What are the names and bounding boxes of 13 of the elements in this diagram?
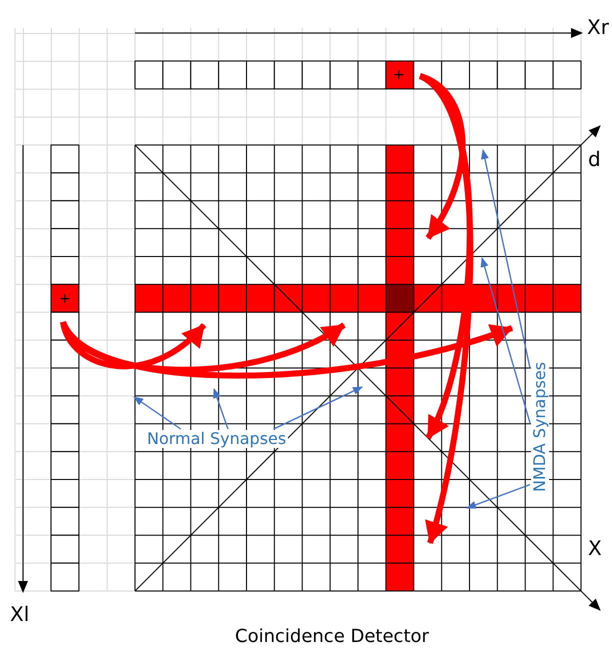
caption: Coincidence Detector [235, 628, 429, 646]
leader-line [273, 386, 363, 430]
leader-line [133, 396, 182, 430]
plus-sign: + [393, 68, 405, 82]
axis-label: d [588, 149, 601, 169]
axis-label: Xl [10, 604, 30, 624]
axis-label: X [588, 538, 602, 558]
leader-line [480, 257, 531, 424]
leader-line [466, 484, 530, 509]
leader-line [213, 388, 229, 430]
leader-line [480, 149, 531, 368]
axis-label: Xr [587, 17, 609, 37]
plus-sign: + [59, 292, 71, 306]
